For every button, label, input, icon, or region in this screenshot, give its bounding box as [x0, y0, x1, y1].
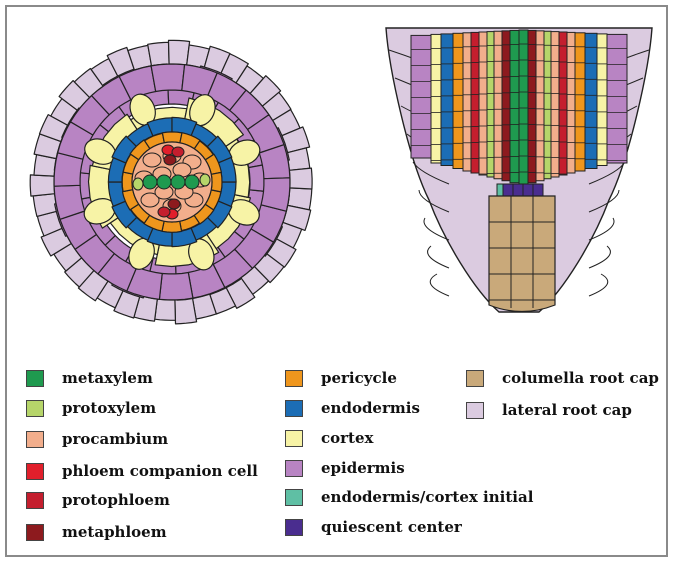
tissue-column: [536, 31, 544, 181]
protoxylem-cell: [133, 178, 143, 190]
root-cross-section: [30, 40, 312, 324]
legend-swatch: [285, 460, 303, 477]
procambium-cell: [143, 153, 161, 167]
tissue-column: [575, 33, 585, 171]
legend-label: lateral root cap: [502, 401, 632, 419]
legend-swatch: [285, 370, 303, 387]
phloem-cell: [168, 199, 180, 209]
lateral-root-cap-cell: [589, 246, 610, 268]
tissue-column: [441, 34, 453, 166]
lateral-root-cap-cell: [30, 175, 54, 196]
legend-item-endodermis-cortex-initial: endodermis/cortex initial: [285, 487, 533, 507]
metaxylem-cell: [143, 175, 157, 189]
tissue-column: [544, 31, 551, 179]
tissue-column: [567, 32, 575, 173]
pericycle-cell: [162, 221, 182, 232]
legend-swatch: [466, 370, 484, 387]
legend-swatch: [26, 431, 44, 448]
legend-label: pericycle: [321, 369, 397, 387]
tissue-column: [607, 34, 627, 163]
legend-label: metaphloem: [62, 523, 167, 541]
legend-swatch: [26, 492, 44, 509]
legend-swatch: [466, 402, 484, 419]
legend-item-endodermis: endodermis: [285, 398, 420, 418]
quiescent-center-cell: [533, 184, 543, 196]
tissue-column: [453, 33, 463, 168]
lateral-root-cap-cell: [148, 42, 169, 66]
legend-label: protophloem: [62, 491, 170, 509]
legend-label: quiescent center: [321, 518, 462, 536]
epidermis-cell: [159, 273, 193, 300]
legend-item-protoxylem: protoxylem: [26, 398, 156, 418]
legend-swatch: [26, 524, 44, 541]
lateral-root-cap-cell: [155, 299, 176, 320]
legend-label: epidermis: [321, 459, 405, 477]
legend-item-quiescent-center: quiescent center: [285, 517, 462, 537]
legend-swatch: [285, 489, 303, 506]
legend-swatch: [285, 400, 303, 417]
legend-swatch: [285, 519, 303, 536]
tissue-column: [431, 34, 441, 163]
lateral-root-cap-cell: [589, 274, 608, 296]
metaxylem-cell: [171, 175, 185, 189]
pericycle-cell: [162, 132, 182, 143]
lateral-root-cap-cell: [428, 246, 449, 268]
protoxylem-cell: [200, 174, 210, 186]
epidermis-cell: [261, 178, 290, 211]
lateral-root-cap-cell: [169, 40, 190, 65]
lateral-root-cap-cell: [175, 298, 197, 324]
tissue-column: [528, 30, 536, 182]
tissue-column: [519, 30, 528, 185]
legend-label: protoxylem: [62, 399, 156, 417]
pericycle-cell: [211, 172, 222, 192]
legend-item-columella-root-cap: columella root cap: [466, 368, 659, 388]
quiescent-center-cell: [523, 184, 533, 196]
quiescent-center-cell: [503, 184, 513, 196]
tissue-column: [487, 32, 494, 177]
legend-item-phloem-companion-cell: phloem companion cell: [26, 461, 258, 481]
quiescent-center-cell: [513, 184, 523, 196]
legend-label: endodermis: [321, 399, 420, 417]
lateral-root-cap-cell: [430, 274, 449, 296]
tissue-column: [479, 32, 487, 175]
legend-swatch: [285, 430, 303, 447]
phloem-cell: [164, 155, 176, 165]
legend-label: endodermis/cortex initial: [321, 488, 533, 506]
phloem-cell: [158, 207, 170, 217]
phloem-cell: [172, 147, 184, 157]
legend-item-pericycle: pericycle: [285, 368, 397, 388]
tissue-column: [597, 34, 607, 166]
legend-item-cortex: cortex: [285, 428, 373, 448]
epidermis-cell: [151, 64, 185, 91]
tissue-column: [585, 33, 597, 168]
pericycle-cell: [122, 172, 133, 191]
legend-item-protophloem: protophloem: [26, 490, 170, 510]
legend-item-procambium: procambium: [26, 429, 168, 449]
tissue-column: [463, 33, 471, 171]
metaxylem-cell: [185, 175, 199, 189]
legend-item-metaphloem: metaphloem: [26, 522, 167, 542]
lateral-root-cap-cell: [289, 168, 312, 189]
tissue-column: [559, 32, 567, 175]
legend-label: columella root cap: [502, 369, 659, 387]
tissue-column: [510, 30, 519, 182]
legend-item-metaxylem: metaxylem: [26, 368, 153, 388]
tissue-column: [471, 32, 479, 173]
legend-swatch: [26, 463, 44, 480]
legend-label: procambium: [62, 430, 168, 448]
legend-item-lateral-root-cap: lateral root cap: [466, 400, 632, 420]
legend-label: phloem companion cell: [62, 462, 258, 480]
tissue-column: [502, 31, 510, 181]
metaxylem-cell: [157, 175, 171, 189]
root-longitudinal-section: [386, 28, 652, 312]
legend-swatch: [26, 370, 44, 387]
legend-label: metaxylem: [62, 369, 153, 387]
tissue-column: [411, 35, 431, 158]
columella-root-cap: [489, 196, 555, 312]
tissue-column: [551, 32, 559, 177]
legend-swatch: [26, 400, 44, 417]
legend-item-epidermis: epidermis: [285, 458, 405, 478]
tissue-column: [494, 31, 502, 179]
legend-label: cortex: [321, 429, 373, 447]
